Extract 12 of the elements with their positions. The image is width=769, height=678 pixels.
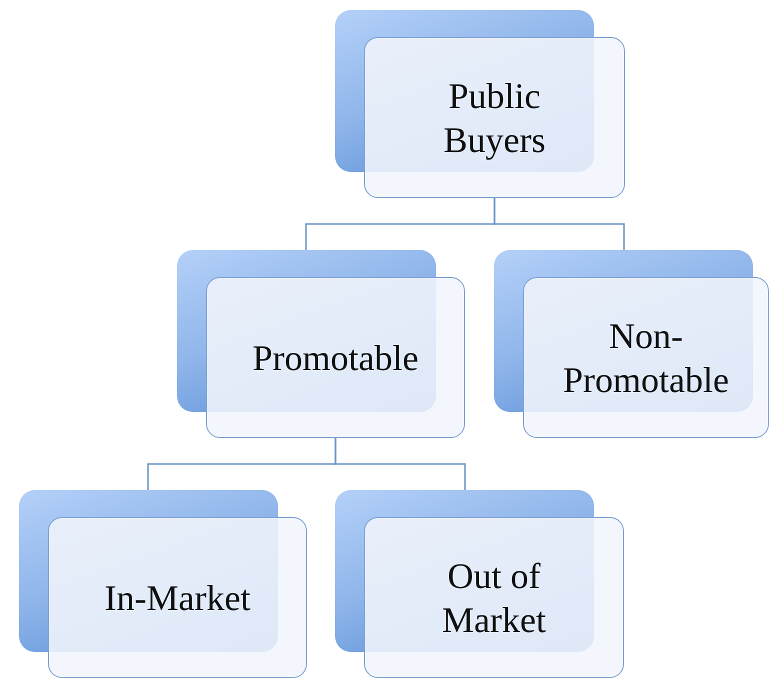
org-chart-box bbox=[335, 10, 625, 198]
box-label: In-Market bbox=[104, 576, 250, 620]
box-label: Out of Market bbox=[441, 554, 547, 642]
org-chart-box bbox=[19, 490, 307, 678]
org-chart-box bbox=[494, 250, 769, 438]
box-label: Non-Promotable bbox=[562, 314, 730, 402]
connector-line bbox=[334, 438, 466, 490]
org-chart-box bbox=[177, 250, 465, 438]
connector-line bbox=[494, 198, 625, 250]
box-label: Promotable bbox=[252, 336, 418, 380]
org-chart-box bbox=[335, 490, 624, 678]
box-label: Public Buyers bbox=[442, 74, 546, 162]
